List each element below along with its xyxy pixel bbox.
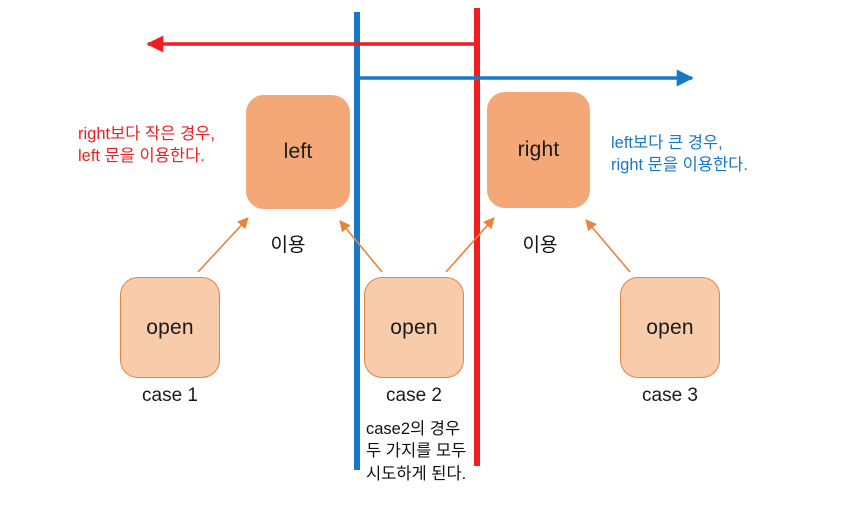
note-right-condition-line2: right 문을 이용한다.	[611, 155, 748, 174]
note-case2-line1: case2의 경우	[366, 420, 461, 438]
node-right-label: right	[517, 138, 560, 161]
node-open-case2-label: open	[390, 315, 438, 339]
note-left-condition-line1: right보다 작은 경우,	[78, 125, 215, 143]
node-open-case3-label: open	[646, 315, 694, 339]
node-left-label: left	[283, 140, 313, 163]
node-open-case1[interactable]: open	[120, 277, 220, 378]
node-right[interactable]: right	[487, 92, 590, 208]
node-open-case2[interactable]: open	[364, 277, 464, 378]
note-right-condition-line1: left보다 큰 경우,	[611, 134, 723, 152]
note-case2-explanation: case2의 경우 두 가지를 모두 시도하게 된다.	[366, 418, 466, 485]
node-open-case1-label: open	[146, 315, 194, 339]
note-case2-line3: 시도하게 된다.	[366, 464, 467, 483]
edge-label-use-left: 이용	[270, 235, 306, 256]
caption-case1: case 1	[142, 385, 198, 406]
node-open-case3[interactable]: open	[620, 277, 720, 378]
caption-case2: case 2	[386, 385, 442, 406]
note-right-condition: left보다 큰 경우, right 문을 이용한다.	[611, 133, 748, 177]
caption-case3: case 3	[642, 385, 698, 406]
note-case2-line2: 두 가지를 모두	[366, 442, 467, 461]
note-left-condition-line2: left 문을 이용한다.	[78, 146, 205, 165]
note-left-condition: right보다 작은 경우, left 문을 이용한다.	[78, 124, 215, 168]
edge-label-use-right: 이용	[522, 235, 558, 256]
node-left[interactable]: left	[246, 95, 350, 209]
